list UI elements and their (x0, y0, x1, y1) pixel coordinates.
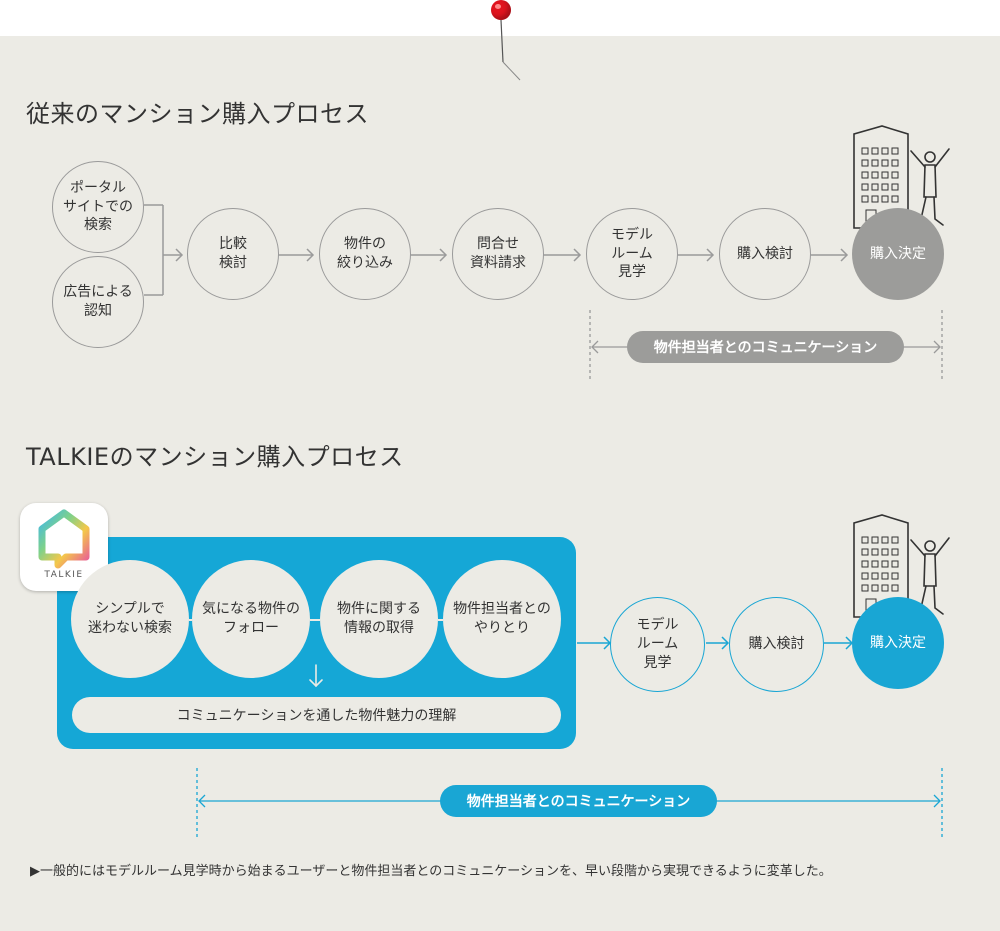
talkie-node-purchase-consider: 購入検討 (729, 597, 824, 692)
traditional-communication-pill: 物件担当者とのコミュニケーション (627, 331, 904, 363)
person-cheering-icon (910, 537, 950, 615)
traditional-title: 従来のマンション購入プロセス (26, 100, 369, 128)
node-purchase-consider: 購入検討 (719, 208, 811, 300)
inner-node-follow: 気になる物件の フォロー (192, 560, 310, 678)
talkie-app-label: TALKIE (44, 570, 84, 580)
traditional-connectors (144, 204, 847, 296)
arrow-down-icon (309, 664, 323, 688)
inner-node-get-info: 物件に関する 情報の取得 (320, 560, 438, 678)
node-inquiry: 問合せ 資料請求 (452, 208, 544, 300)
traditional-arrowheads (175, 248, 849, 262)
talkie-logo-icon (38, 509, 90, 569)
node-model-room: モデル ルーム 見学 (586, 208, 678, 300)
talkie-title: TALKIEのマンション購入プロセス (26, 443, 404, 471)
talkie-node-model-room: モデル ルーム 見学 (610, 597, 705, 692)
inner-node-simple-search: シンプルで 迷わない検索 (71, 560, 189, 678)
node-portal-search: ポータル サイトでの 検索 (52, 161, 144, 253)
talkie-communication-pill: 物件担当者とのコミュニケーション (440, 785, 717, 817)
node-ad-awareness: 広告による 認知 (52, 256, 144, 348)
board-background (0, 36, 1000, 931)
inner-node-exchange: 物件担当者との やりとり (443, 560, 561, 678)
pushpin-shine (495, 4, 501, 9)
node-compare: 比較 検討 (187, 208, 279, 300)
person-cheering-icon (910, 148, 950, 226)
node-purchase-decision: 購入決定 (852, 208, 944, 300)
node-narrow-down: 物件の 絞り込み (319, 208, 411, 300)
footnote: ▶一般的にはモデルルーム見学時から始まるユーザーと物件担当者とのコミュニケーショ… (30, 864, 832, 879)
talkie-node-purchase-decision: 購入決定 (852, 597, 944, 689)
understanding-pill: コミュニケーションを通した物件魅力の理解 (72, 697, 561, 733)
